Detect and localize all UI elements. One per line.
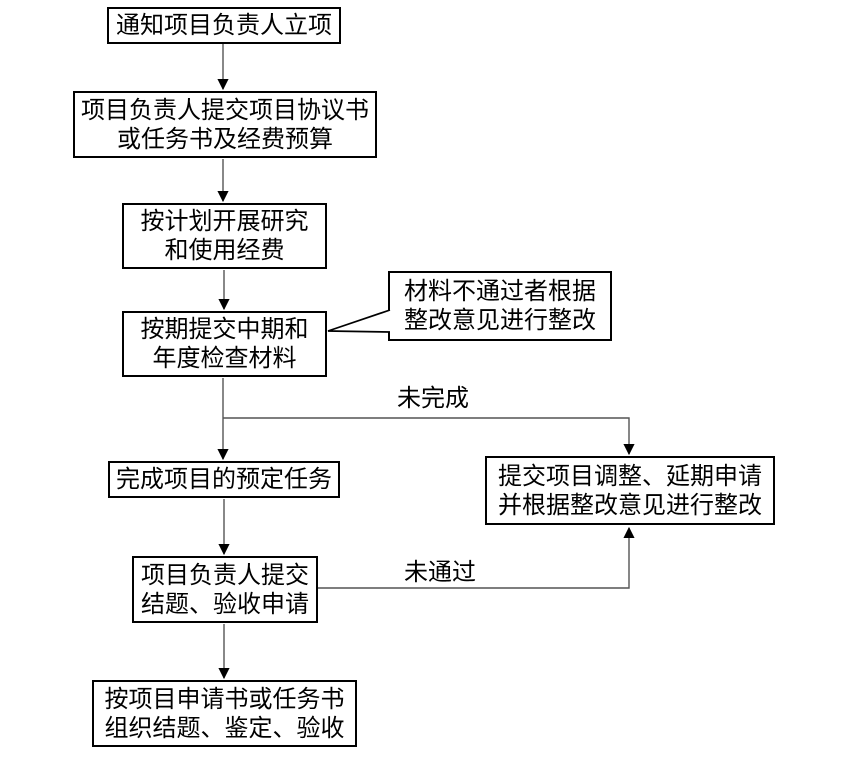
node-submit-agreement-line2: 或任务书及经费预算: [117, 125, 333, 153]
callout-rectification-line2: 整改意见进行整改: [404, 307, 596, 334]
node-adjust-extension-line1: 提交项目调整、延期申请: [498, 462, 762, 490]
node-submit-agreement: 项目负责人提交项目协议书 或任务书及经费预算: [73, 91, 377, 158]
callout-rectification-line1: 材料不通过者根据: [404, 278, 596, 305]
node-apply-acceptance-line1: 项目负责人提交: [141, 561, 309, 589]
node-adjust-extension: 提交项目调整、延期申请 并根据整改意见进行整改: [485, 456, 775, 525]
node-complete-tasks: 完成项目的预定任务: [108, 461, 340, 498]
node-notify-initiation: 通知项目负责人立项: [107, 7, 341, 44]
node-conduct-research: 按计划开展研究 和使用经费: [122, 203, 327, 269]
node-apply-acceptance: 项目负责人提交 结题、验收申请: [132, 556, 318, 623]
callout-rectification-note: 材料不通过者根据 整改意见进行整改: [388, 271, 612, 341]
node-complete-tasks-text: 完成项目的预定任务: [116, 466, 332, 493]
node-organize-acceptance-line2: 组织结题、鉴定、验收: [104, 714, 345, 742]
node-midterm-materials: 按期提交中期和 年度检查材料: [122, 311, 327, 377]
node-adjust-extension-line2: 并根据整改意见进行整改: [498, 491, 762, 519]
node-midterm-materials-line1: 按期提交中期和: [140, 316, 309, 343]
node-apply-acceptance-line2: 结题、验收申请: [141, 590, 309, 618]
node-midterm-materials-line2: 年度检查材料: [152, 345, 297, 372]
node-submit-agreement-line1: 项目负责人提交项目协议书: [81, 96, 369, 124]
node-conduct-research-line2: 和使用经费: [164, 237, 285, 264]
edge-label-not-passed: 未通过: [404, 559, 476, 586]
node-notify-initiation-text: 通知项目负责人立项: [116, 12, 332, 39]
node-conduct-research-line1: 按计划开展研究: [140, 208, 309, 235]
arrow-not-complete-branch: [223, 417, 635, 456]
callout-pointer-wedge: [327, 309, 391, 333]
node-organize-acceptance: 按项目申请书或任务书 组织结题、鉴定、验收: [92, 680, 357, 747]
edge-label-not-complete: 未完成: [397, 385, 469, 412]
node-organize-acceptance-line1: 按项目申请书或任务书: [104, 685, 345, 713]
